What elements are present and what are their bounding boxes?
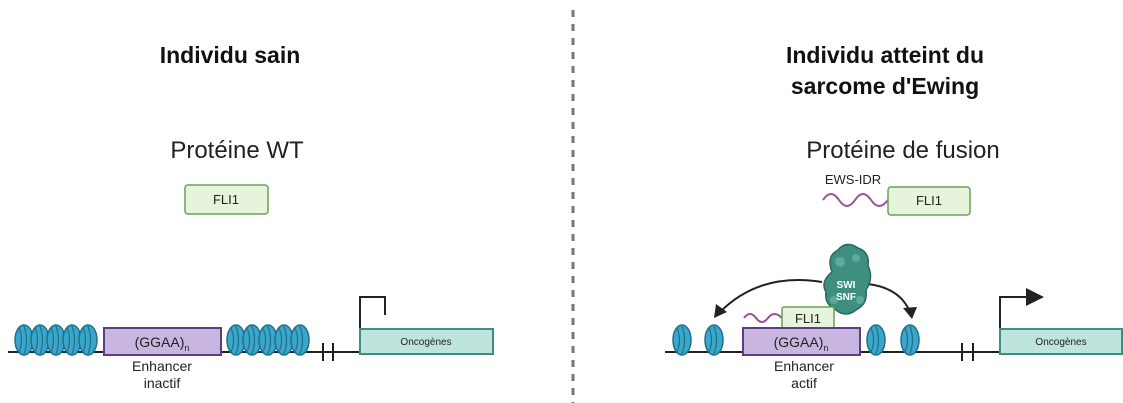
left-ggaa-sub: n	[184, 343, 189, 353]
right-nucleosome-group-1	[672, 324, 724, 356]
left-oncogenes-label: Oncogènes	[400, 337, 451, 348]
left-protein-title: Protéine WT	[170, 137, 304, 164]
right-title-line2: sarcome d'Ewing	[791, 73, 979, 99]
left-blocked-promoter	[359, 296, 386, 352]
right-protein-title: Protéine de fusion	[806, 137, 999, 164]
left-fli1-label: FLI1	[213, 192, 239, 207]
right-right-arrow	[867, 283, 911, 313]
right-oncogenes-label: Oncogènes	[1035, 337, 1086, 348]
right-enhancer-line1: Enhancer	[774, 358, 834, 374]
left-nucleosome-group-1	[14, 324, 98, 356]
left-oncogene-box: Oncogènes	[359, 328, 494, 355]
right-ggaa-sub: n	[823, 343, 828, 353]
right-ggaa-label: (GGAA)	[774, 334, 824, 350]
right-right-arrowhead	[903, 307, 917, 319]
right-snf-label: SNF	[836, 292, 856, 303]
right-bound-fli1: FLI1	[781, 306, 835, 330]
right-insulator	[961, 343, 1000, 361]
left-fli1-protein: FLI1	[184, 184, 269, 215]
right-bound-ews-wave	[743, 313, 783, 323]
left-title: Individu sain	[160, 42, 301, 68]
right-ews-idr-wave	[822, 193, 889, 207]
right-fli1-label: FLI1	[916, 193, 942, 208]
right-swi-label: SWI	[837, 280, 856, 291]
right-enhancer-box: (GGAA)n	[742, 327, 861, 356]
left-enhancer-line1: Enhancer	[132, 358, 192, 374]
right-swi-snf-complex: SWI SNF	[823, 243, 872, 315]
left-enhancer-line2: inactif	[144, 375, 181, 391]
left-nucleosome-group-2	[226, 324, 310, 356]
left-insulator	[318, 343, 360, 361]
svg-text:(GGAA)n: (GGAA)n	[774, 334, 829, 353]
right-ews-label: EWS-IDR	[825, 172, 881, 187]
right-enhancer-line2: actif	[791, 375, 817, 391]
right-left-arrowhead	[714, 304, 727, 318]
right-left-arrow	[719, 279, 823, 313]
right-nucleosome-group-2	[866, 324, 920, 356]
right-title-line1: Individu atteint du	[786, 42, 984, 68]
right-oncogene-box: Oncogènes	[999, 328, 1123, 355]
right-fli1-protein: FLI1	[887, 186, 971, 216]
left-ggaa-label: (GGAA)	[135, 334, 185, 350]
left-enhancer-box: (GGAA)n	[103, 327, 222, 356]
svg-text:(GGAA)n: (GGAA)n	[135, 334, 190, 353]
right-complex-fli1-label: FLI1	[795, 311, 821, 326]
